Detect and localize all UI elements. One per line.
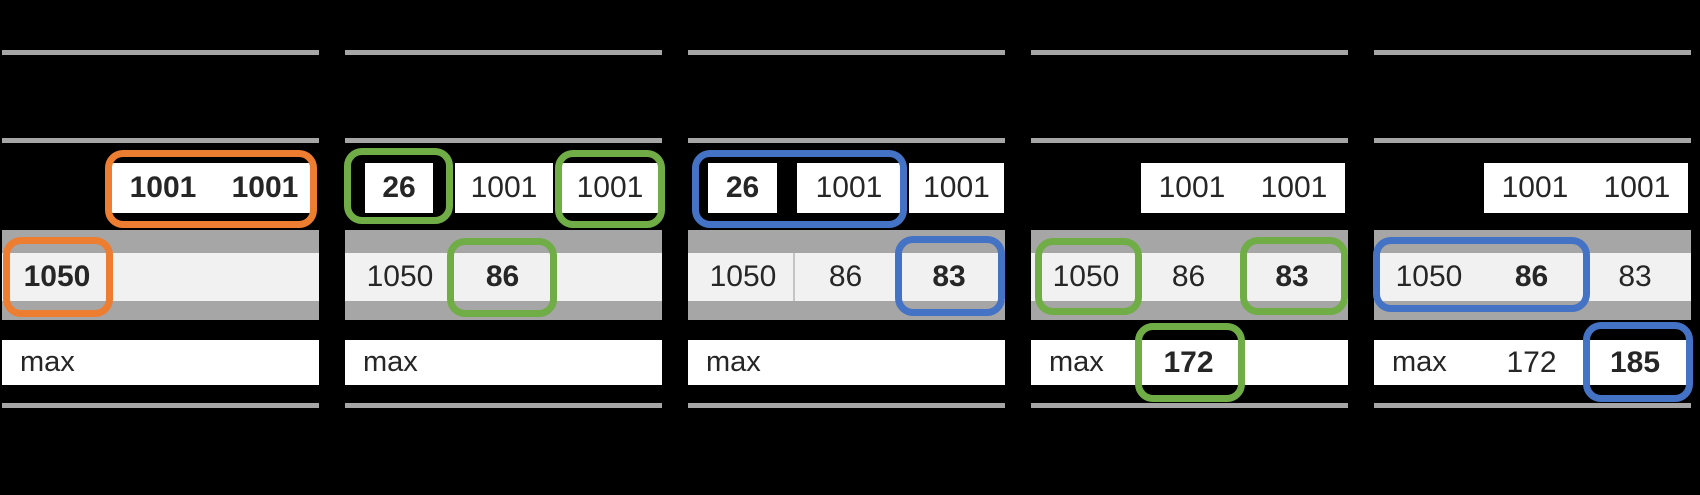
array-value: 86 — [1514, 260, 1549, 293]
value-cell-pair: 1001 1001 — [1141, 163, 1345, 213]
value: 1001 — [129, 171, 197, 204]
array-band — [688, 230, 1005, 320]
separator-line — [345, 403, 662, 408]
value: 1001 — [1260, 171, 1328, 204]
max-value: 172 — [1506, 346, 1557, 379]
separator-line — [1374, 403, 1691, 408]
step-column-1: 1001 1001 1050 max — [2, 0, 319, 495]
array-value: 1050 — [1395, 260, 1463, 293]
value-cell: 1001 — [909, 163, 1004, 213]
value: 1001 — [923, 171, 990, 204]
value-cell: 1001 — [797, 163, 901, 213]
separator-line — [2, 138, 319, 143]
separator-line — [688, 138, 1005, 143]
max-row: max — [1374, 340, 1691, 385]
separator-line — [345, 50, 662, 55]
array-value: 86 — [1171, 260, 1206, 293]
value: 26 — [725, 171, 760, 204]
max-value: 172 — [1163, 346, 1214, 379]
step-column-3: 26 1001 1001 1050 86 83 max — [688, 0, 1005, 495]
array-band — [345, 230, 662, 320]
separator-line — [688, 403, 1005, 408]
array-value: 86 — [828, 260, 863, 293]
cell-divider — [793, 253, 795, 301]
value: 1001 — [576, 171, 644, 204]
max-value: 185 — [1609, 346, 1661, 379]
value-cell: 1001 — [455, 163, 553, 213]
value-cell-pair: 1001 1001 — [112, 163, 316, 213]
max-row: max — [1031, 340, 1348, 385]
value: 1001 — [470, 171, 538, 204]
value: 1001 — [1501, 171, 1569, 204]
separator-line — [2, 50, 319, 55]
separator-line — [2, 403, 319, 408]
max-label: max — [363, 346, 418, 378]
array-value: 1050 — [366, 260, 434, 293]
max-row: max — [688, 340, 1005, 385]
separator-line — [1374, 50, 1691, 55]
value: 26 — [382, 171, 416, 204]
max-label: max — [706, 346, 761, 378]
max-label: max — [20, 346, 75, 378]
value-cell-black-border: 26 — [365, 163, 433, 213]
separator-line — [1031, 403, 1348, 408]
array-value: 1050 — [1052, 260, 1120, 293]
value: 1001 — [1158, 171, 1226, 204]
value: 1001 — [815, 171, 883, 204]
separator-line — [1374, 138, 1691, 143]
separator-line — [345, 138, 662, 143]
array-value: 1050 — [23, 260, 91, 293]
array-band-inner — [1374, 253, 1691, 301]
value: 1001 — [1603, 171, 1671, 204]
max-row: max — [2, 340, 319, 385]
step-column-4: 1001 1001 1050 86 83 max 172 — [1031, 0, 1348, 495]
array-band-inner — [345, 253, 662, 301]
array-value: 1050 — [709, 260, 777, 293]
max-row: max — [345, 340, 662, 385]
value-cell-pair: 1001 1001 — [1484, 163, 1688, 213]
step-column-2: 26 1001 1001 1050 86 max — [344, 0, 665, 495]
max-label: max — [1049, 346, 1104, 378]
max-label: max — [1392, 346, 1447, 378]
separator-line — [1031, 138, 1348, 143]
array-band — [1031, 230, 1348, 320]
array-value: 83 — [1618, 260, 1652, 293]
step-column-5: 1001 1001 1050 86 83 max 172 185 — [1373, 0, 1693, 495]
array-value: 86 — [485, 260, 520, 293]
separator-line — [1031, 50, 1348, 55]
array-band — [2, 230, 319, 320]
array-value: 83 — [1275, 260, 1309, 293]
value-cell: 1001 — [560, 163, 660, 213]
value-cell: 26 — [708, 163, 777, 213]
array-band-inner — [1031, 253, 1348, 301]
array-band-inner — [688, 253, 1005, 301]
value: 1001 — [231, 171, 299, 204]
array-band-inner — [2, 253, 319, 301]
array-value: 83 — [932, 260, 966, 293]
separator-line — [688, 50, 1005, 55]
